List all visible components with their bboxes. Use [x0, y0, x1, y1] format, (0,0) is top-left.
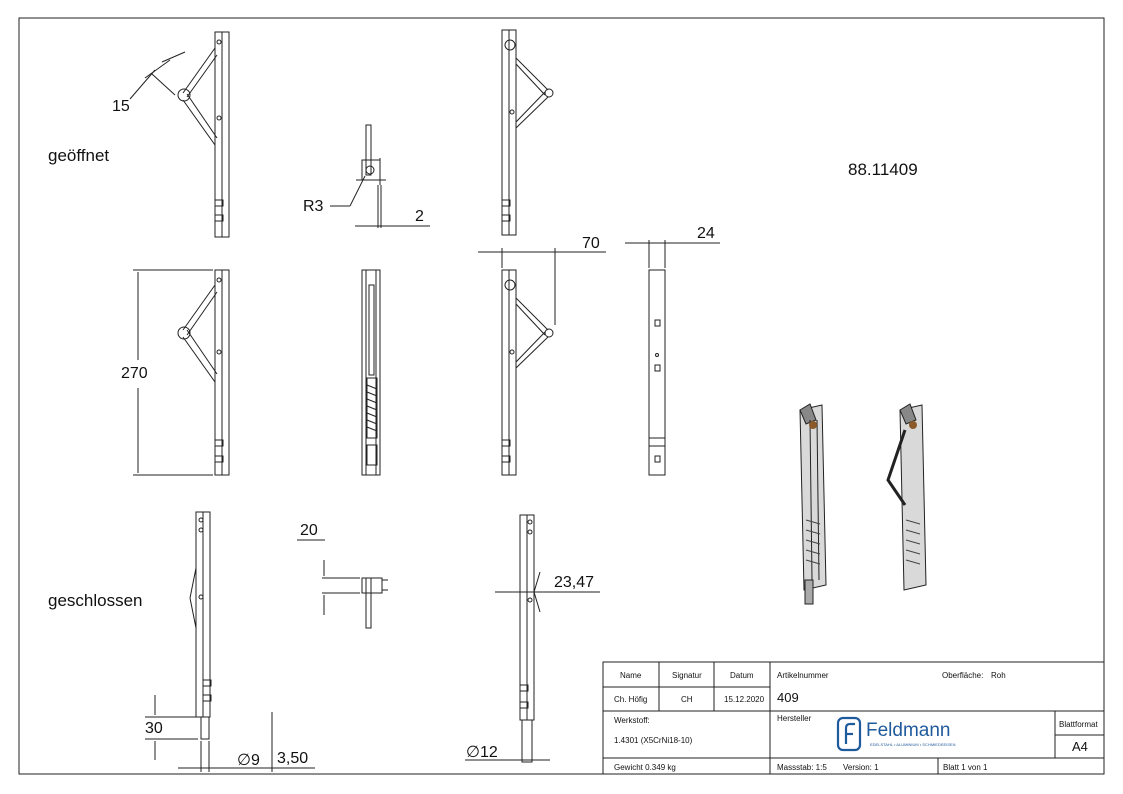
tb-signatur: CH	[681, 695, 693, 704]
view-top-small	[330, 124, 430, 228]
part-number: 88.11409	[848, 160, 918, 179]
tb-header-name: Name	[620, 671, 642, 680]
tb-massstab: Massstab: 1:5	[777, 763, 827, 772]
dim-20: 20	[300, 522, 318, 539]
view-side-narrow	[625, 240, 720, 476]
dim-24: 24	[697, 225, 715, 242]
tb-header-signatur: Signatur	[672, 671, 702, 680]
diameter-icon: ∅	[237, 752, 251, 769]
dim-30: 30	[145, 720, 163, 737]
dim-2: 2	[415, 208, 424, 225]
tb-oberflaeche-label: Oberfläche:	[942, 671, 984, 680]
title-block	[602, 661, 1105, 775]
tb-werkstoff-label: Werkstoff:	[614, 716, 650, 725]
tb-header-datum: Datum	[730, 671, 754, 680]
view-open-left-2	[133, 269, 230, 476]
view-open-right	[501, 29, 554, 236]
view-mechanism	[361, 269, 381, 476]
dim-270: 270	[121, 365, 148, 382]
feldmann-logo-icon	[836, 716, 862, 752]
tb-blattformat-value: A4	[1072, 739, 1088, 754]
tb-hersteller-label: Hersteller	[777, 714, 812, 723]
dim-3-50: 3,50	[277, 750, 309, 767]
tb-oberflaeche-value: Roh	[991, 671, 1006, 680]
tb-blatt: Blatt 1 von 1	[943, 763, 988, 772]
view-label-open: geöffnet	[48, 146, 110, 165]
dim-70: 70	[582, 235, 600, 252]
dim-15: 15	[112, 98, 130, 115]
tb-artikel-value: 409	[777, 690, 799, 705]
logo-tagline: EDELSTAHL • ALUMINIUM • SCHMIEDEEISEN	[870, 742, 956, 747]
dim-dia9-value: 9	[250, 752, 260, 769]
view-closed-top	[297, 539, 388, 629]
view-open-left	[129, 31, 230, 238]
tb-datum: 15.12.2020	[724, 695, 765, 704]
view-open-right-2	[478, 248, 606, 476]
view-closed-right	[465, 514, 600, 763]
view-label-closed: geschlossen	[48, 591, 143, 610]
tb-name: Ch. Höfig	[614, 695, 648, 704]
sheet-border	[18, 17, 1105, 775]
dim-dia12: ∅12	[466, 742, 498, 762]
iso-render-open	[886, 403, 927, 591]
tb-werkstoff-value: 1.4301 (X5CrNi18-10)	[614, 736, 693, 745]
tb-artikel-label: Artikelnummer	[777, 671, 829, 680]
diameter-icon: ∅	[466, 744, 480, 761]
iso-render-closed	[799, 403, 827, 605]
tb-gewicht: Gewicht 0.349 kg	[614, 763, 676, 772]
tb-blattformat-label: Blattformat	[1059, 720, 1098, 729]
tb-version: Version: 1	[843, 763, 879, 772]
dim-dia12-value: 12	[479, 744, 498, 761]
view-closed-left	[145, 511, 315, 772]
dim-dia9: ∅9	[237, 750, 260, 770]
dim-23-47: 23,47	[554, 574, 595, 591]
logo-brand: Feldmann	[866, 720, 951, 741]
dim-r3: R3	[303, 198, 324, 215]
